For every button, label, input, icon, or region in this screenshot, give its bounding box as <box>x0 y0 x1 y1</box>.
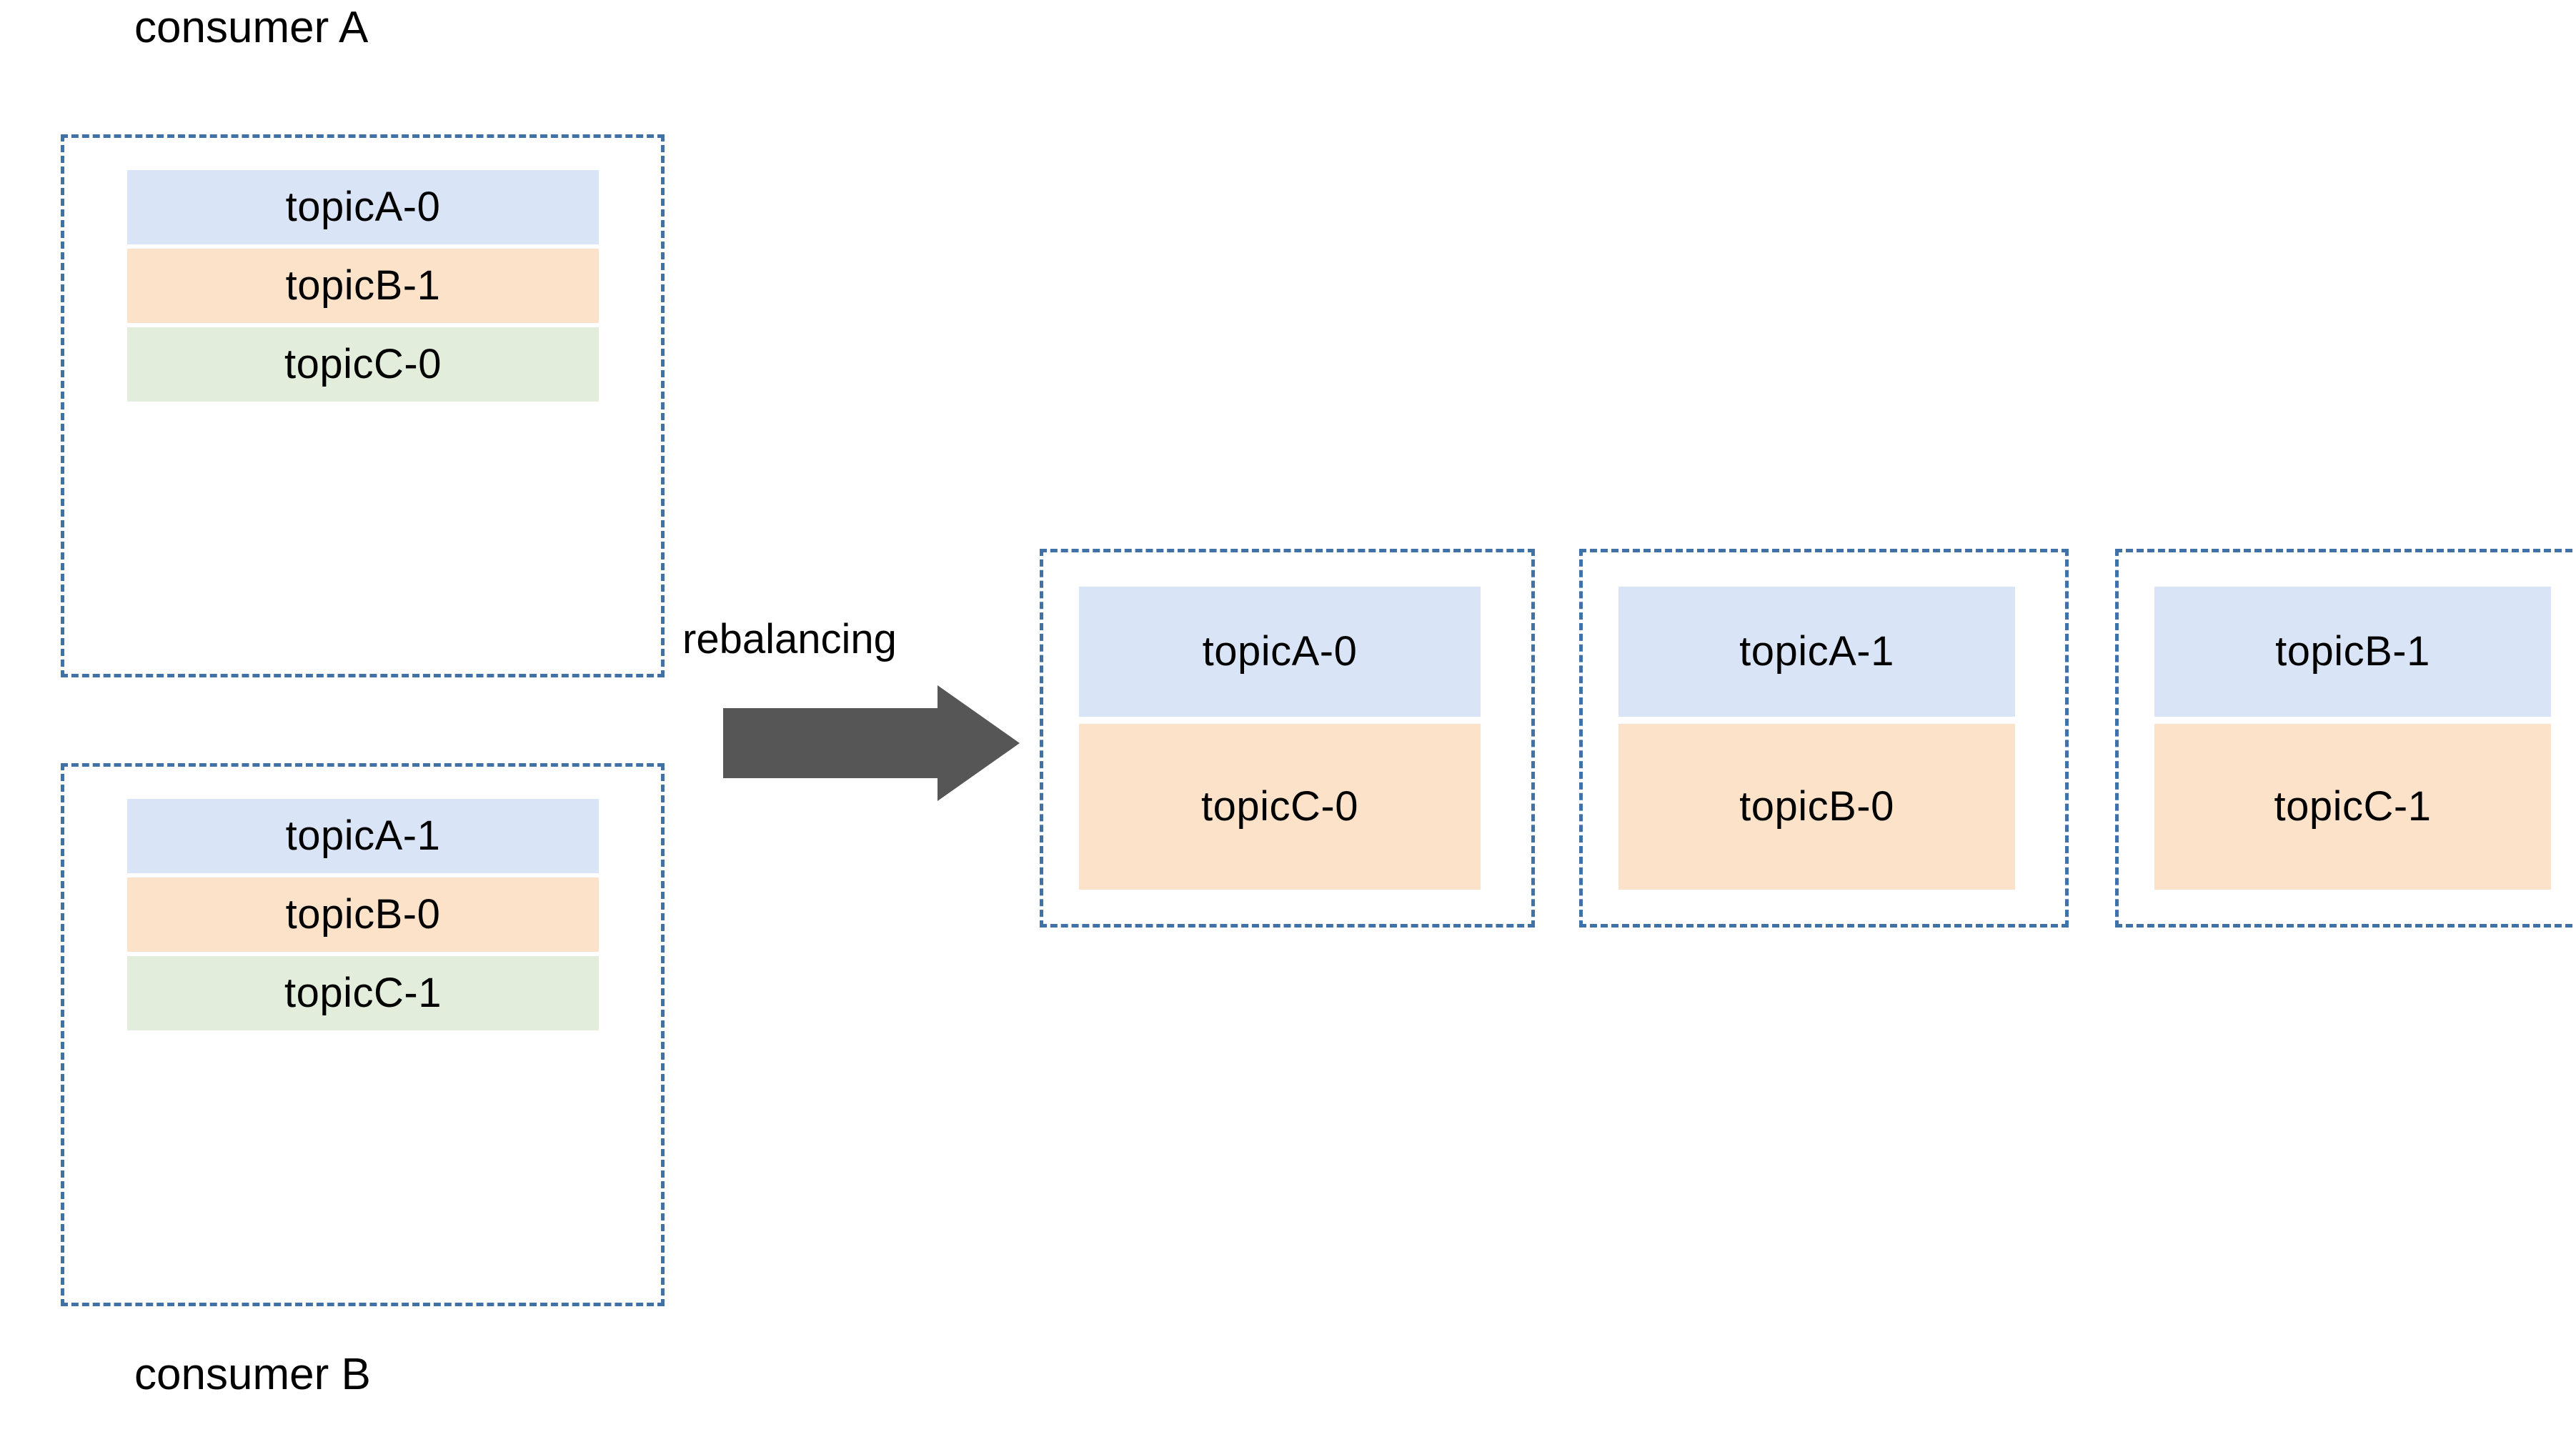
partition-block[interactable]: topicB-0 <box>127 877 599 952</box>
consumer-b-group-box[interactable]: topicA-1 topicB-0 topicC-1 <box>61 763 665 1306</box>
partition-block[interactable]: topicC-1 <box>127 956 599 1030</box>
rebalanced-group-box-1[interactable]: topicA-0 topicC-0 <box>1040 549 1535 928</box>
partition-block[interactable]: topicB-1 <box>2154 587 2551 717</box>
rebalanced-group-box-2[interactable]: topicA-1 topicB-0 <box>1579 549 2069 928</box>
partition-block[interactable]: topicB-0 <box>1618 724 2015 890</box>
rebalancing-label: rebalancing <box>682 616 897 662</box>
partition-block[interactable]: topicB-1 <box>127 249 599 323</box>
partition-block[interactable]: topicA-1 <box>1618 587 2015 717</box>
consumer-a-group-box[interactable]: topicA-0 topicB-1 topicC-0 <box>61 134 665 677</box>
partition-block[interactable]: topicA-0 <box>1079 587 1481 717</box>
partition-block[interactable]: topicC-0 <box>1079 724 1481 890</box>
partition-block[interactable]: topicC-1 <box>2154 724 2551 890</box>
partition-block[interactable]: topicA-1 <box>127 799 599 873</box>
partition-block[interactable]: topicC-0 <box>127 327 599 402</box>
block-arrow-right-icon <box>723 685 1020 801</box>
consumer-b-label: consumer B <box>134 1350 371 1399</box>
partition-block[interactable]: topicA-0 <box>127 170 599 244</box>
rebalanced-group-box-3[interactable]: topicB-1 topicC-1 <box>2115 549 2576 928</box>
consumer-a-label: consumer A <box>134 3 369 52</box>
